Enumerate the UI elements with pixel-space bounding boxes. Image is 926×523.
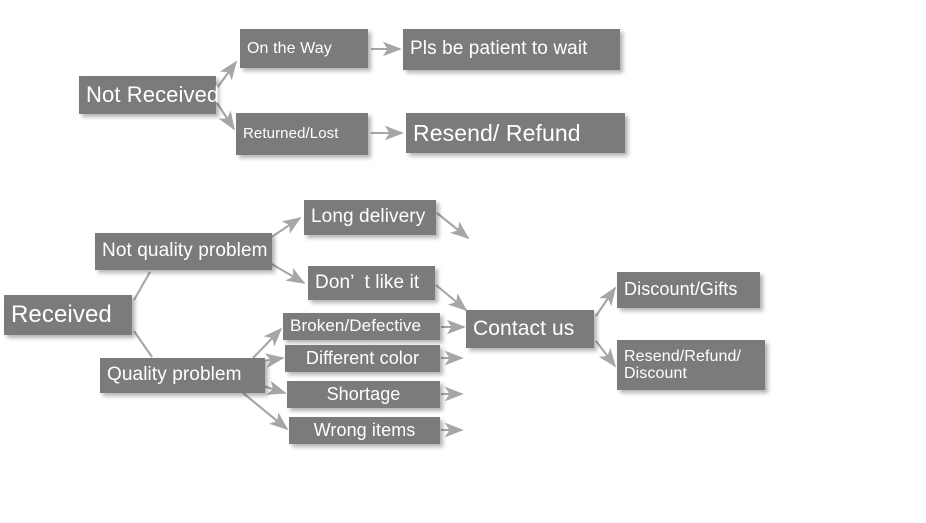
- edge-quality-wrong-items: [242, 392, 289, 431]
- node-received[interactable]: Received: [4, 295, 132, 335]
- node-discount-gifts[interactable]: Discount/Gifts: [617, 272, 760, 308]
- node-dont-like-it[interactable]: Don’ t like it: [308, 266, 435, 300]
- node-long-delivery[interactable]: Long delivery: [304, 200, 436, 235]
- edge-contact-us-resend-refund-discount: [595, 340, 617, 368]
- edge-not-quality-long-delivery: [269, 217, 302, 239]
- node-pls-be-patient-to-wait[interactable]: Pls be patient to wait: [403, 29, 620, 70]
- edge-not-quality-dont-like-it: [269, 262, 306, 284]
- node-contact-us[interactable]: Contact us: [466, 310, 594, 348]
- node-not-received[interactable]: Not Received: [79, 76, 219, 114]
- edge-received-quality: [133, 330, 153, 358]
- edge-contact-us-discount-gifts: [595, 286, 616, 317]
- edge-long-delivery-contact-us: [436, 212, 470, 240]
- edge-not-received-returned-lost: [216, 102, 235, 131]
- node-on-the-way[interactable]: On the Way: [240, 29, 368, 68]
- node-different-color[interactable]: Different color: [285, 345, 440, 372]
- edge-quality-different-color: [262, 353, 285, 368]
- node-returned-lost[interactable]: Returned/Lost: [236, 113, 368, 155]
- edge-quality-broken-defective: [252, 327, 283, 359]
- node-broken-defective[interactable]: Broken/Defective: [283, 313, 440, 340]
- node-quality-problem[interactable]: Quality problem: [100, 358, 265, 393]
- node-wrong-items[interactable]: Wrong items: [289, 417, 440, 444]
- node-not-quality-problem[interactable]: Not quality problem: [95, 233, 272, 270]
- node-shortage[interactable]: Shortage: [287, 381, 440, 408]
- edge-dont-like-it-contact-us: [435, 284, 468, 312]
- edge-not-received-on-the-way: [216, 60, 237, 89]
- edge-quality-shortage: [262, 380, 287, 395]
- node-resend-refund-discount[interactable]: Resend/Refund/ Discount: [617, 340, 765, 390]
- edge-received-not-quality: [133, 271, 151, 301]
- node-resend-refund[interactable]: Resend/ Refund: [406, 113, 625, 153]
